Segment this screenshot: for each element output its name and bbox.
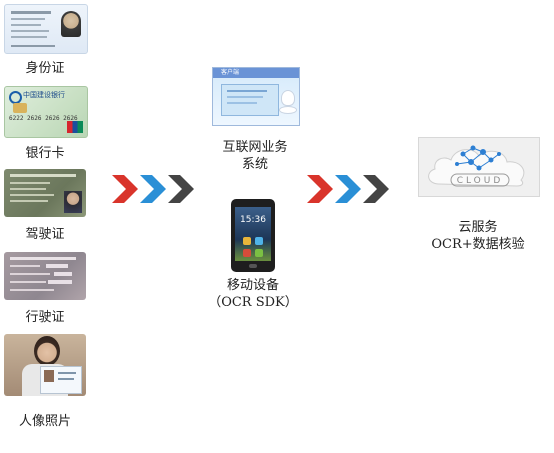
driver-license-label: 驾驶证 bbox=[25, 227, 65, 242]
mobile-label-line1: 移动设备 bbox=[226, 278, 279, 293]
flow-arrows-left bbox=[112, 175, 194, 203]
vehicle-license-image bbox=[4, 252, 86, 300]
driver-license-image bbox=[4, 169, 86, 217]
arrow-chevron-dark bbox=[363, 175, 389, 203]
cloud-label-line2: OCR+数据核验 bbox=[431, 237, 525, 252]
cloud-label-line1: 云服务 bbox=[458, 220, 498, 235]
bank-card-image: 中国建设银行 6222 2626 2626 2626 bbox=[4, 86, 88, 138]
web-header-text: 客户端 bbox=[221, 69, 240, 76]
arrow-chevron-red bbox=[112, 175, 138, 203]
arrow-chevron-dark bbox=[168, 175, 194, 203]
phone-clock: 15:36 bbox=[240, 215, 266, 225]
vehicle-license-label: 行驶证 bbox=[25, 310, 65, 325]
bank-card-label: 银行卡 bbox=[25, 146, 65, 161]
arrow-chevron-blue bbox=[335, 175, 361, 203]
arrow-chevron-red bbox=[307, 175, 333, 203]
web-system-screenshot: 客户端 bbox=[212, 67, 300, 126]
cloud-service-image: CLOUD bbox=[418, 137, 540, 197]
bank-name: 中国建设银行 bbox=[23, 91, 65, 99]
arrow-chevron-blue bbox=[140, 175, 166, 203]
mobile-phone-image: 15:36 bbox=[231, 199, 275, 272]
cloud-logo-text: CLOUD bbox=[456, 176, 504, 186]
portrait-photo-label: 人像照片 bbox=[18, 414, 71, 429]
web-system-label-line2: 系统 bbox=[241, 157, 268, 172]
cloud-icon bbox=[428, 145, 525, 187]
bank-card-number: 6222 2626 2626 2626 bbox=[9, 115, 78, 122]
phone-screen: 15:36 bbox=[235, 207, 271, 261]
web-system-label-line1: 互联网业务 bbox=[222, 140, 288, 155]
flow-arrows-right bbox=[307, 175, 389, 203]
portrait-photo-image bbox=[4, 334, 86, 396]
id-card-label: 身份证 bbox=[25, 61, 65, 76]
id-card-image bbox=[4, 4, 88, 54]
mobile-label-line2: （OCR SDK） bbox=[208, 295, 298, 310]
